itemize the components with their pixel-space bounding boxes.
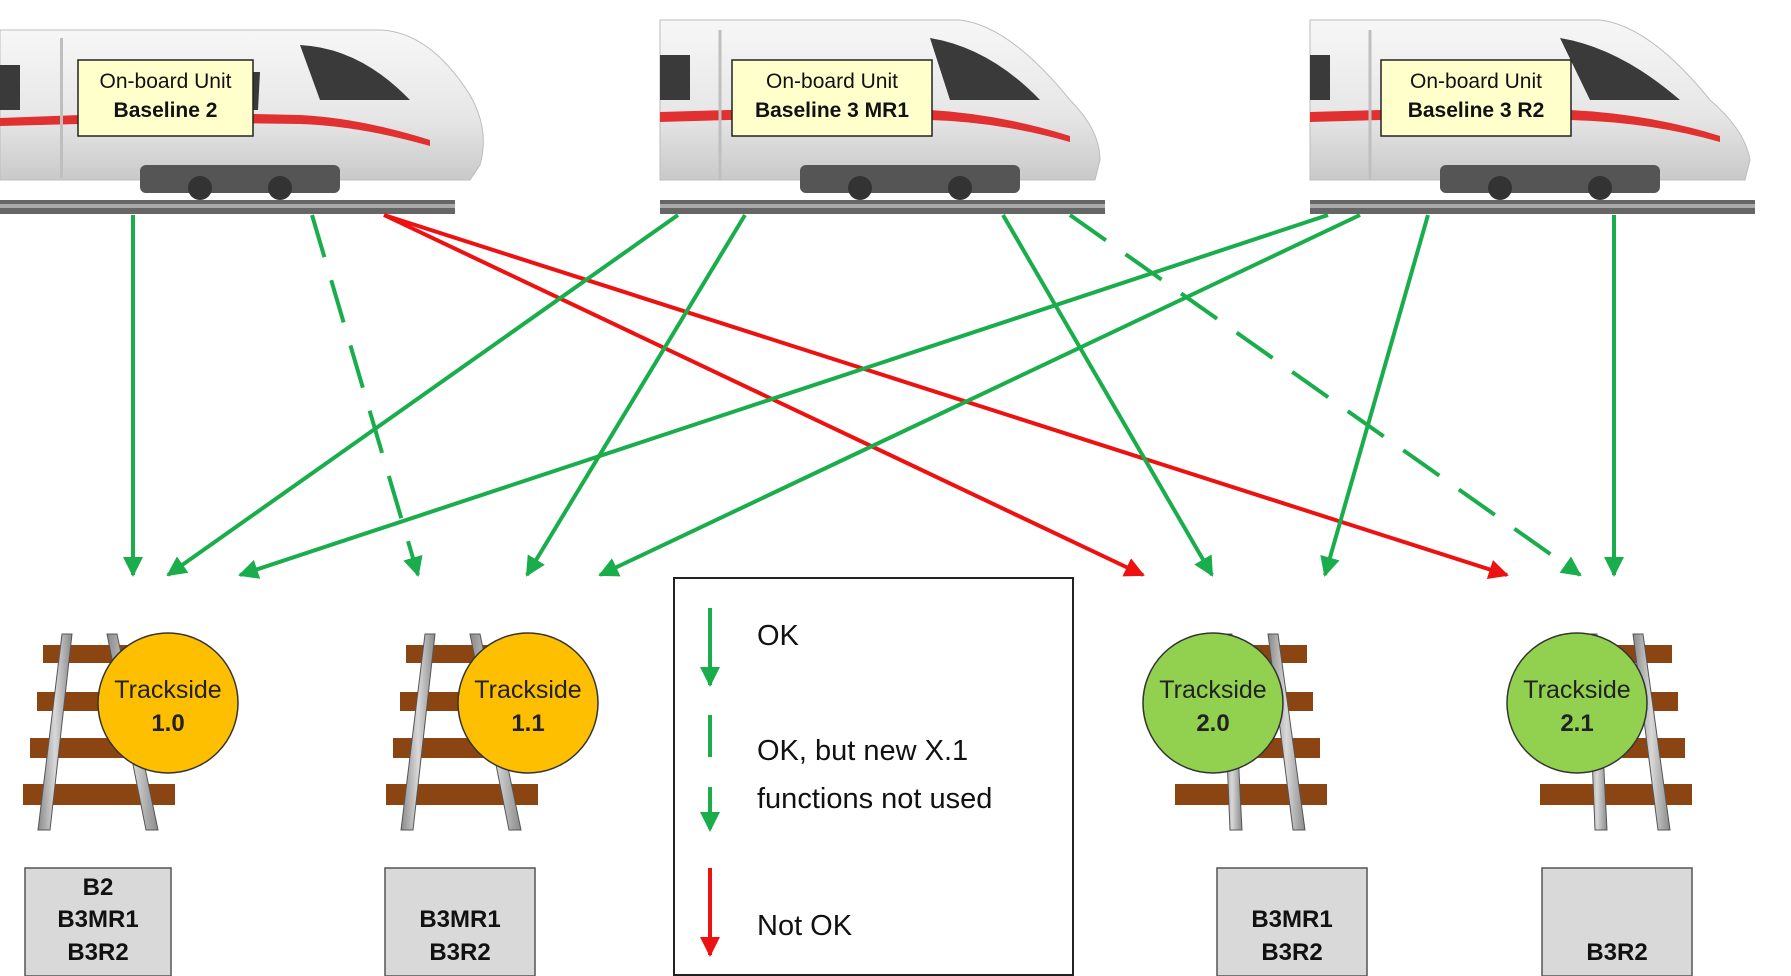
compat-entry: B3R2 — [429, 939, 490, 966]
arrow-b3mr1-to-1-0 — [166, 213, 680, 577]
trackside-badge — [97, 632, 239, 774]
legend: OK OK, but new X.1 functions not used No… — [673, 577, 1074, 976]
trackside-2-1: Trackside 2.1 B3R2 — [1506, 632, 1693, 976]
obu-baseline: Baseline 2 — [114, 99, 218, 122]
compat-entry: B3R2 — [1261, 939, 1322, 966]
obu-label: On-board Unit Baseline 3 MR1 — [731, 59, 933, 137]
legend-ok-dashed-label-2: functions not used — [757, 783, 992, 815]
trackside-title: Trackside — [1159, 676, 1266, 704]
compatibility-box: B3R2 — [1541, 867, 1693, 976]
trackside-version: 2.1 — [1560, 710, 1593, 737]
trackside-title: Trackside — [1523, 676, 1630, 704]
arrow-b3r2-to-1-1 — [598, 213, 1361, 577]
legend-ok-dashed-label-1: OK, but new X.1 — [757, 735, 968, 767]
train-baseline-2: On-board Unit Baseline 2 — [0, 29, 484, 214]
arrow-b3r2-to-1-0 — [238, 213, 1329, 579]
trackside-title: Trackside — [474, 676, 581, 704]
compat-entry: B3MR1 — [1251, 906, 1332, 933]
trackside-1-1: Trackside 1.1 B3MR1 B3R2 — [384, 632, 599, 976]
legend-not-ok-label: Not OK — [757, 910, 853, 942]
compat-entry: B3MR1 — [419, 906, 500, 933]
train-baseline-3-r2: On-board Unit Baseline 3 R2 — [1309, 19, 1755, 214]
arrow-b3mr1-to-2-0 — [1001, 213, 1214, 577]
trackside-version: 2.0 — [1196, 710, 1229, 737]
arrow-b2-to-2-1 — [383, 213, 1509, 580]
obu-baseline: Baseline 3 R2 — [1408, 99, 1545, 122]
track-icon — [0, 200, 455, 214]
obu-title: On-board Unit — [1410, 70, 1542, 93]
trackside-2-0: Trackside 2.0 B3MR1 B3R2 — [1142, 632, 1368, 976]
compat-entry: B3R2 — [67, 939, 128, 966]
track-icon — [660, 200, 1105, 214]
obu-label: On-board Unit Baseline 2 — [77, 59, 254, 137]
legend-ok-label: OK — [757, 620, 800, 652]
compatibility-box: B2 B3MR1 B3R2 — [24, 867, 172, 976]
compat-entry: B3MR1 — [57, 906, 138, 933]
arrow-b3r2-to-2-0 — [1320, 214, 1430, 577]
compatibility-box: B3MR1 B3R2 — [384, 867, 536, 976]
obu-label: On-board Unit Baseline 3 R2 — [1380, 59, 1572, 137]
trackside-badge — [457, 632, 599, 774]
train-baseline-3-mr1: On-board Unit Baseline 3 MR1 — [659, 19, 1105, 214]
compat-entry: B2 — [83, 874, 114, 901]
connections — [123, 213, 1624, 580]
trackside-badge — [1506, 632, 1648, 774]
obu-title: On-board Unit — [100, 70, 232, 93]
trackside-1-0: Trackside 1.0 B2 B3MR1 B3R2 — [23, 632, 239, 976]
arrow-b3mr1-to-2-1 — [1068, 213, 1582, 577]
obu-baseline: Baseline 3 MR1 — [755, 99, 909, 122]
compat-entry: B3R2 — [1586, 939, 1647, 966]
trackside-version: 1.0 — [151, 710, 184, 737]
arrow-b2-to-1-1 — [310, 214, 423, 577]
obu-title: On-board Unit — [766, 70, 898, 93]
trackside-title: Trackside — [114, 676, 221, 704]
trackside-badge — [1142, 632, 1284, 774]
compatibility-box: B3MR1 B3R2 — [1216, 867, 1368, 976]
arrow-b2-to-2-0 — [383, 213, 1145, 577]
arrow-b3mr1-to-1-1 — [525, 213, 747, 577]
trackside-version: 1.1 — [511, 710, 544, 737]
track-icon — [1310, 200, 1755, 214]
